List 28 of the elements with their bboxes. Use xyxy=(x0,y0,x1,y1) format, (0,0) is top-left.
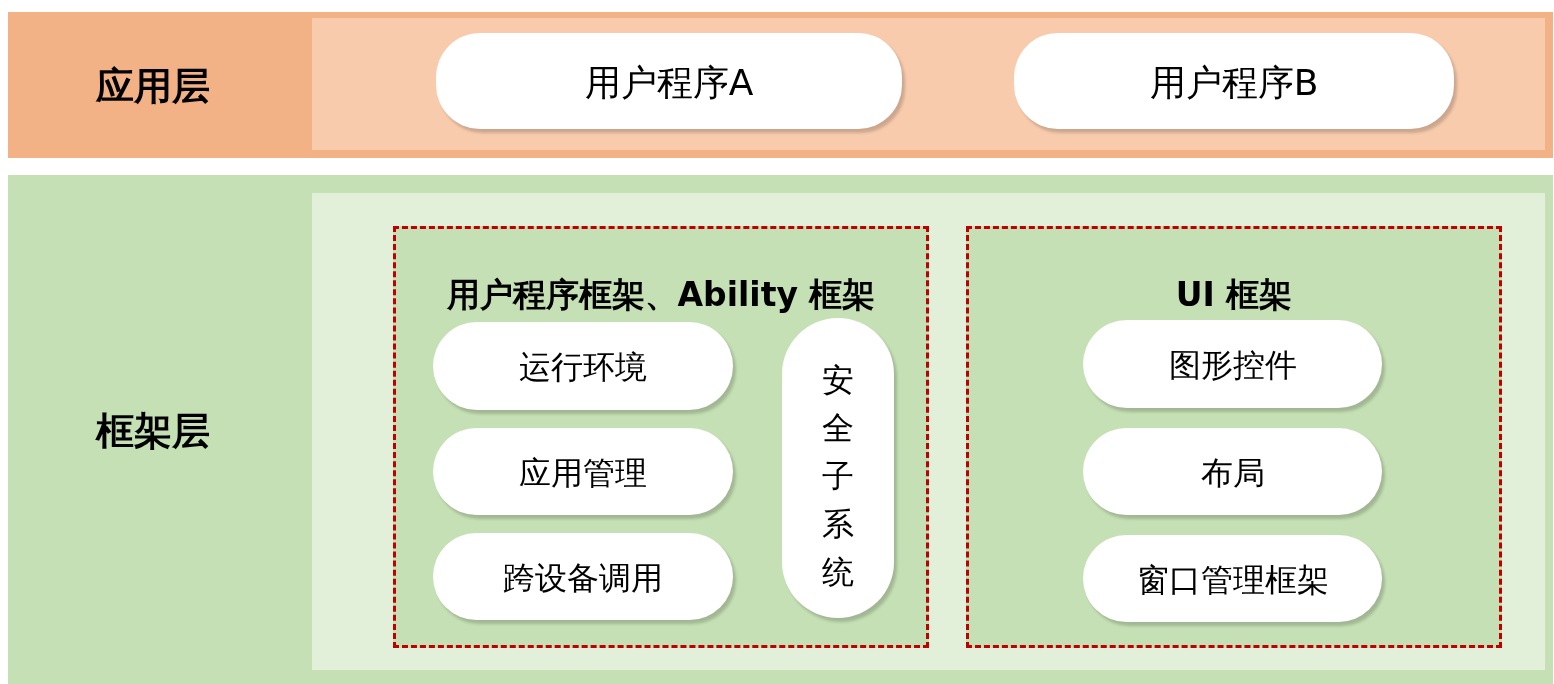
group-title: 用户程序框架、Ability 框架 xyxy=(445,274,877,316)
layer-panel xyxy=(312,193,1545,670)
module-label: 跨设备调用 xyxy=(502,557,664,599)
group-title: UI 框架 xyxy=(1174,274,1294,316)
framework-group xyxy=(966,226,1502,648)
module-pill xyxy=(1083,535,1382,622)
layer-band xyxy=(8,12,1553,158)
module-pill xyxy=(782,318,894,618)
module-label: 布局 xyxy=(1199,452,1266,494)
layer-panel xyxy=(312,18,1545,150)
module-label: 运行环境 xyxy=(518,347,648,388)
framework-group xyxy=(393,226,929,648)
module-pill xyxy=(1083,320,1382,408)
module-label: 图形控件 xyxy=(1167,345,1298,386)
module-label: 用户程序A xyxy=(583,61,755,105)
layer-title: 应用层 xyxy=(96,63,210,110)
module-label: 应用管理 xyxy=(518,452,648,494)
layer-title: 框架层 xyxy=(96,407,210,455)
module-pill xyxy=(433,533,733,620)
module-label: 安全子系统 xyxy=(822,360,854,593)
module-pill xyxy=(436,33,902,129)
module-label: 窗口管理框架 xyxy=(1135,559,1330,601)
module-label: 用户程序B xyxy=(1148,61,1320,105)
module-pill xyxy=(1083,428,1382,515)
layer-band xyxy=(8,175,1553,684)
module-pill xyxy=(1014,33,1454,129)
module-pill xyxy=(433,322,733,410)
module-pill xyxy=(433,428,733,515)
